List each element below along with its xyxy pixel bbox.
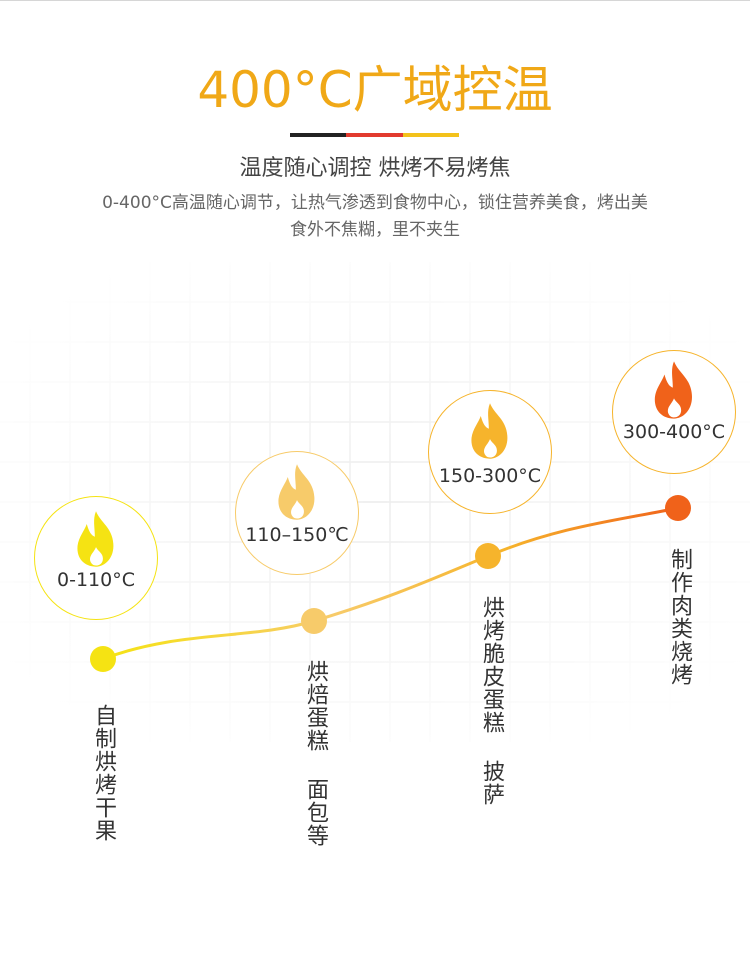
flame-icon [278,464,315,520]
temp-badge-stage-4: 300-400°C [612,350,736,474]
stage-dot [90,646,116,672]
temp-range-label: 300-400°C [622,421,726,443]
divider-black-segment [290,133,347,137]
temp-badge-stage-1: 0-110°C [34,496,158,620]
stage-use-label: 烘烤脆皮蛋糕 披萨 [479,596,504,806]
stage-use-label: 烘焙蛋糕 面包等 [303,660,328,847]
divider-yellow-segment [402,133,459,137]
subtitle: 温度随心调控 烘烤不易烤焦 [239,156,511,181]
stage-dot [665,495,691,521]
top-divider-line [0,0,750,1]
temp-range-label: 110–150℃ [245,524,349,546]
tricolor-divider [290,133,459,137]
stage-use-label: 制作肉类烧烤 [667,548,692,686]
stage-use-label: 自制烘烤干果 [91,704,116,842]
stage-dot [301,608,327,634]
page-title: 400°C广域控温 [197,61,553,119]
flame-icon [654,361,692,419]
temp-badge-stage-2: 110–150℃ [235,451,359,575]
temp-badge-stage-3: 150-300°C [428,390,552,514]
flame-icon [471,403,508,459]
description: 0-400°C高温随心调节，让热气渗透到食物中心，锁住营养美食，烤出美食外不焦糊… [102,193,648,240]
temp-range-label: 150-300°C [438,465,542,487]
stage-dot [475,543,501,569]
divider-red-segment [346,133,403,137]
background-grid [0,262,750,742]
flame-icon [77,511,114,567]
temp-range-label: 0-110°C [57,569,135,591]
